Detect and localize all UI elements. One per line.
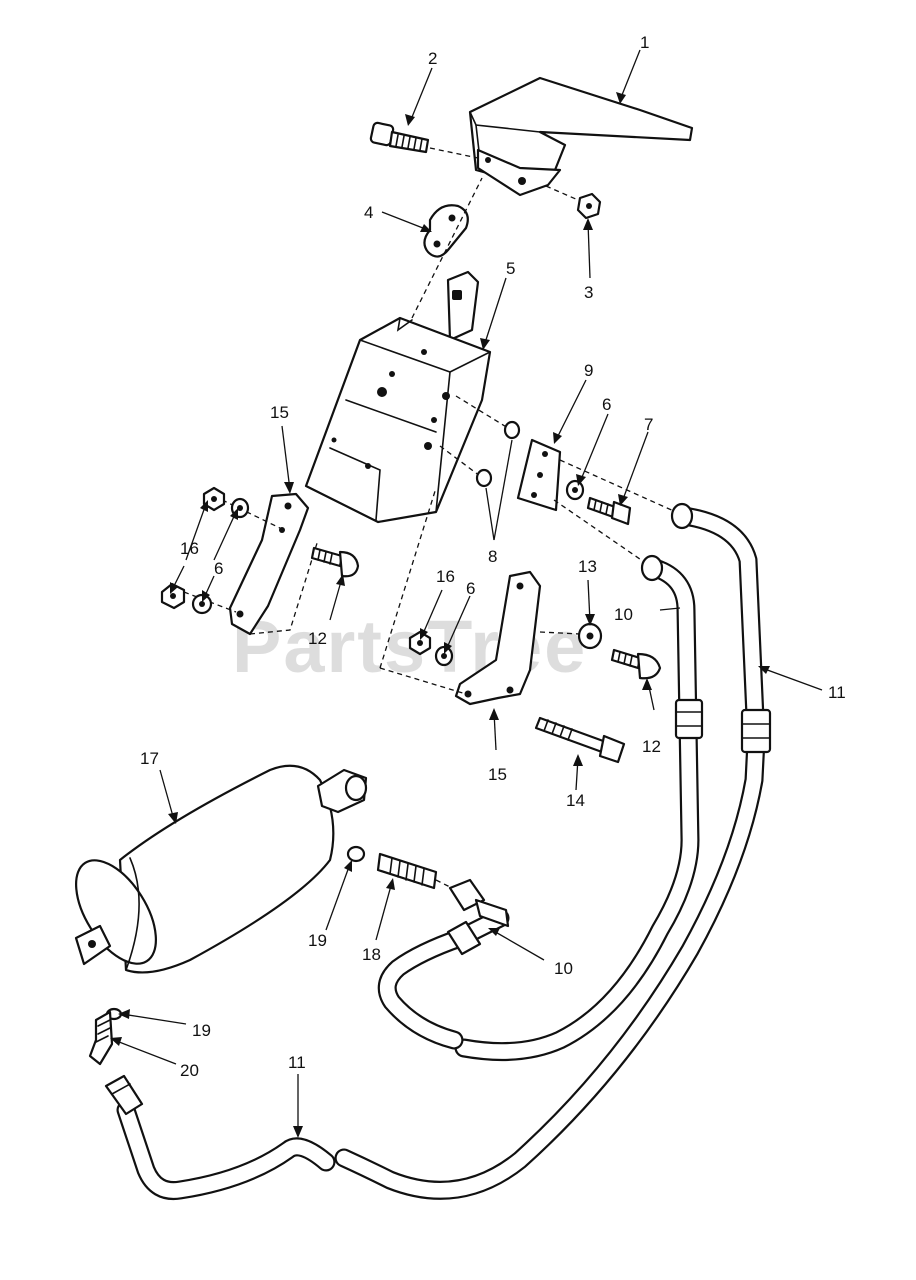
callout-7: 7 <box>644 415 653 434</box>
part-12-bolt-left <box>310 546 360 578</box>
callout-14: 14 <box>566 791 585 810</box>
callout-6-right: 6 <box>602 395 611 414</box>
part-17-canister <box>74 764 368 974</box>
callout-18: 18 <box>362 945 381 964</box>
part-3-nut <box>545 185 602 220</box>
part-19-washer-upper <box>346 845 366 863</box>
callout-8: 8 <box>488 547 497 566</box>
part-10-tube-lower <box>377 878 510 1050</box>
callout-10-lower: 10 <box>554 959 573 978</box>
callout-3: 3 <box>584 283 593 302</box>
callout-5: 5 <box>506 259 515 278</box>
part-4-link <box>423 204 469 258</box>
part-15-bracket-left <box>183 492 319 636</box>
part-2-bolt <box>369 121 479 159</box>
part-8-washers <box>475 420 521 488</box>
callout-2: 2 <box>428 49 437 68</box>
callout-4: 4 <box>364 203 373 222</box>
part-15-bracket-right <box>379 487 581 706</box>
callout-1: 1 <box>640 33 649 52</box>
callout-labels: 1 2 3 4 5 6 6 6 7 8 9 10 10 11 11 12 12 … <box>140 33 846 1080</box>
callout-19-upper: 19 <box>308 931 327 950</box>
callout-11-lower: 11 <box>288 1053 306 1072</box>
part-14-long-bolt <box>534 716 626 764</box>
callout-15-upper: 15 <box>270 403 289 422</box>
callout-6-lower: 6 <box>466 579 475 598</box>
part-20-elbow <box>88 1010 114 1066</box>
part-12-bolt-right <box>610 648 662 680</box>
callout-12-left: 12 <box>308 629 327 648</box>
leader-lines <box>110 49 823 1138</box>
callout-11-upper: 11 <box>828 683 846 702</box>
part-1-pedal <box>468 76 694 197</box>
callout-13: 13 <box>578 557 597 576</box>
callout-9: 9 <box>584 361 593 380</box>
part-5-valve-body <box>304 177 509 524</box>
callout-20: 20 <box>180 1061 199 1080</box>
part-13-washer <box>577 622 603 650</box>
callout-16-left: 16 <box>180 539 199 558</box>
part-18-fitting <box>376 852 453 890</box>
callout-17: 17 <box>140 749 159 768</box>
callout-19-lower: 19 <box>192 1021 211 1040</box>
callout-16-right: 16 <box>436 567 455 586</box>
part-9-bracket-plate <box>516 438 677 567</box>
part-6-7-washer-screw <box>565 479 632 526</box>
callout-12-right: 12 <box>642 737 661 756</box>
part-11-tube-upper <box>334 502 772 1200</box>
callout-15-lower: 15 <box>488 765 507 784</box>
callout-6-left: 6 <box>214 559 223 578</box>
part-10-tube-upper <box>454 554 704 1062</box>
part-11-tube-lower <box>104 1074 336 1201</box>
callout-10-upper: 10 <box>614 605 633 624</box>
